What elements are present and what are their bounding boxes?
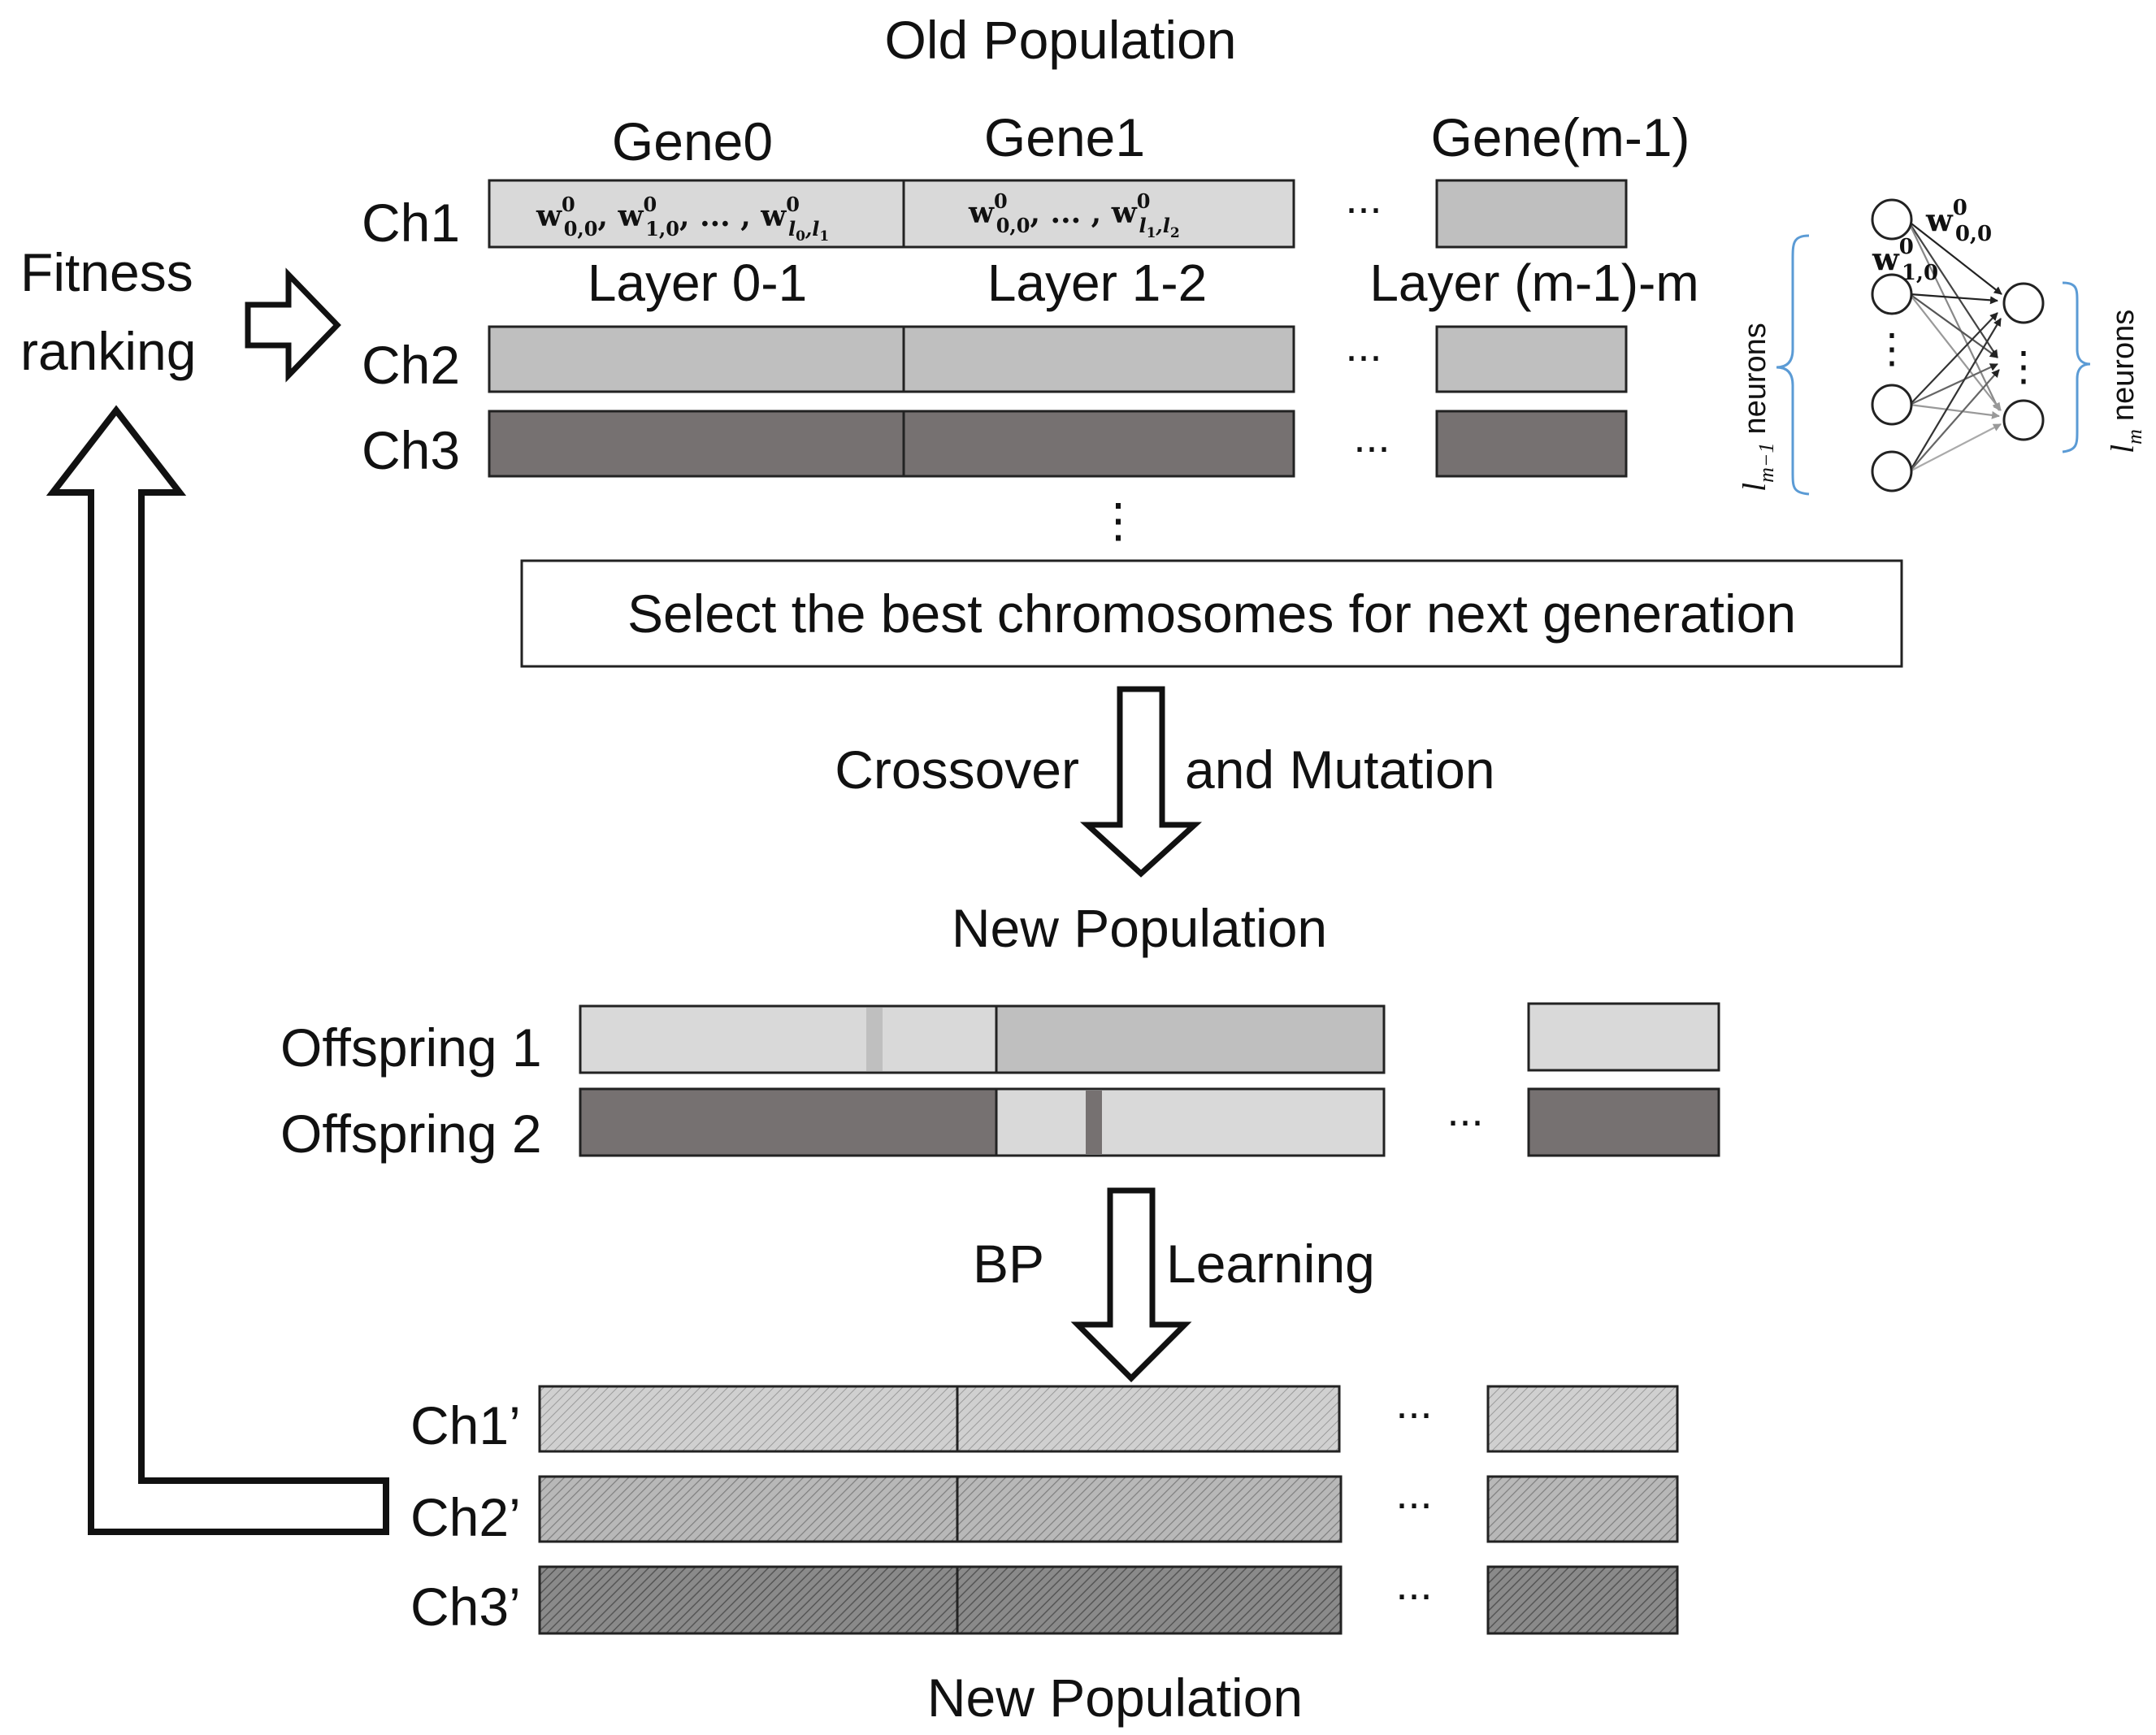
ranking-label: ranking <box>20 321 196 381</box>
nn-left-neurons-label: lm−1neurons <box>1736 323 1778 492</box>
offspring1-gene0-cell <box>579 1004 998 1074</box>
ch3-label: Ch3 <box>362 420 460 480</box>
nn-output-vertical-ellipsis: ⋮ <box>2003 344 2044 389</box>
ch2p-label: Ch2’ <box>410 1487 521 1547</box>
ch2p-ellipsis: ... <box>1395 1469 1432 1518</box>
layer-1-2-label: Layer 1-2 <box>987 254 1207 312</box>
nn-input-neuron <box>1871 450 1913 492</box>
nn-left-brace <box>1776 234 1810 496</box>
ch1-gene0-cell <box>488 179 905 249</box>
nn-input-neuron <box>1871 384 1913 426</box>
nn-right-brace <box>2062 281 2091 453</box>
ch1-gene1-cell <box>902 179 1295 249</box>
offspring1-gene0-mutation <box>866 1008 883 1071</box>
ch1p-gene0-cell <box>538 1385 959 1453</box>
offspring1-last-cell <box>1527 1002 1720 1072</box>
ch2-gene1-cell <box>902 325 1295 393</box>
ch2-gene0-cell <box>488 325 905 393</box>
ch1p-last-cell <box>1486 1385 1679 1453</box>
nn-output-neuron <box>2002 399 2045 441</box>
ch3p-gene1-cell <box>956 1565 1343 1635</box>
select-box-text: Select the best chromosomes for next gen… <box>627 583 1796 644</box>
fitness-label: Fitness <box>20 242 193 302</box>
new-population-title: New Population <box>952 898 1327 958</box>
layer-m1-m-label: Layer (m-1)-m <box>1369 254 1698 312</box>
offspring2-gene0-cell <box>579 1087 998 1157</box>
fitness-right-arrow <box>245 267 341 383</box>
ch3p-last-cell <box>1486 1565 1679 1635</box>
ch1-label: Ch1 <box>362 193 460 253</box>
ch3p-label: Ch3’ <box>410 1577 521 1637</box>
offspring1-label: Offspring 1 <box>280 1017 542 1078</box>
offspring-ellipsis: ... <box>1447 1087 1483 1135</box>
ch2p-gene1-cell <box>956 1475 1343 1543</box>
bp-learning-down-arrow <box>1070 1187 1192 1382</box>
ch1p-gene1-cell <box>956 1385 1341 1453</box>
ch2p-last-cell <box>1486 1475 1679 1543</box>
old-population-title: Old Population <box>885 10 1237 70</box>
ch2p-gene0-cell <box>538 1475 959 1543</box>
bp-label: BP <box>973 1234 1044 1294</box>
offspring2-label: Offspring 2 <box>280 1104 542 1164</box>
feedback-loop-arrow <box>46 405 389 1535</box>
nn-input-neuron <box>1871 198 1913 241</box>
ch3p-gene0-cell <box>538 1565 959 1635</box>
ch1-ellipsis: ... <box>1345 174 1382 223</box>
ch1p-ellipsis: ... <box>1395 1379 1432 1428</box>
nn-input-vertical-ellipsis: ⋮ <box>1872 326 1912 371</box>
new-population-bottom-title: New Population <box>927 1668 1303 1728</box>
gene1-header: Gene1 <box>984 107 1145 167</box>
ch2-ellipsis: ... <box>1345 322 1382 371</box>
ch1p-label: Ch1’ <box>410 1395 521 1455</box>
ch1-last-cell <box>1435 179 1628 249</box>
ch2-label: Ch2 <box>362 335 460 395</box>
gene-m1-header: Gene(m-1) <box>1430 107 1690 167</box>
offspring2-gene1-mutation <box>1086 1091 1102 1154</box>
offspring2-last-cell <box>1527 1087 1720 1157</box>
select-box <box>520 559 1903 668</box>
learning-label: Learning <box>1166 1234 1375 1294</box>
ch3-gene0-cell <box>488 410 905 478</box>
offspring1-gene1-cell <box>995 1004 1386 1074</box>
nn-right-neurons-label: lmneurons <box>2104 310 2146 453</box>
population-vertical-ellipsis: ⋮ <box>1095 494 1142 547</box>
ch3p-ellipsis: ... <box>1395 1560 1432 1609</box>
ch3-gene1-cell <box>902 410 1295 478</box>
nn-connections <box>1907 220 2002 472</box>
layer-0-1-label: Layer 0-1 <box>588 254 807 312</box>
nn-output-neuron <box>2002 282 2045 324</box>
gene0-header: Gene0 <box>612 111 773 171</box>
crossover-label: Crossover <box>835 740 1079 800</box>
offspring2-gene1-cell <box>995 1087 1386 1157</box>
nn-input-neuron <box>1871 273 1913 315</box>
ch3-ellipsis: ... <box>1353 413 1390 462</box>
ch3-last-cell <box>1435 410 1628 478</box>
mutation-label: and Mutation <box>1185 740 1495 800</box>
ch2-last-cell <box>1435 325 1628 393</box>
crossover-down-arrow <box>1079 686 1203 878</box>
